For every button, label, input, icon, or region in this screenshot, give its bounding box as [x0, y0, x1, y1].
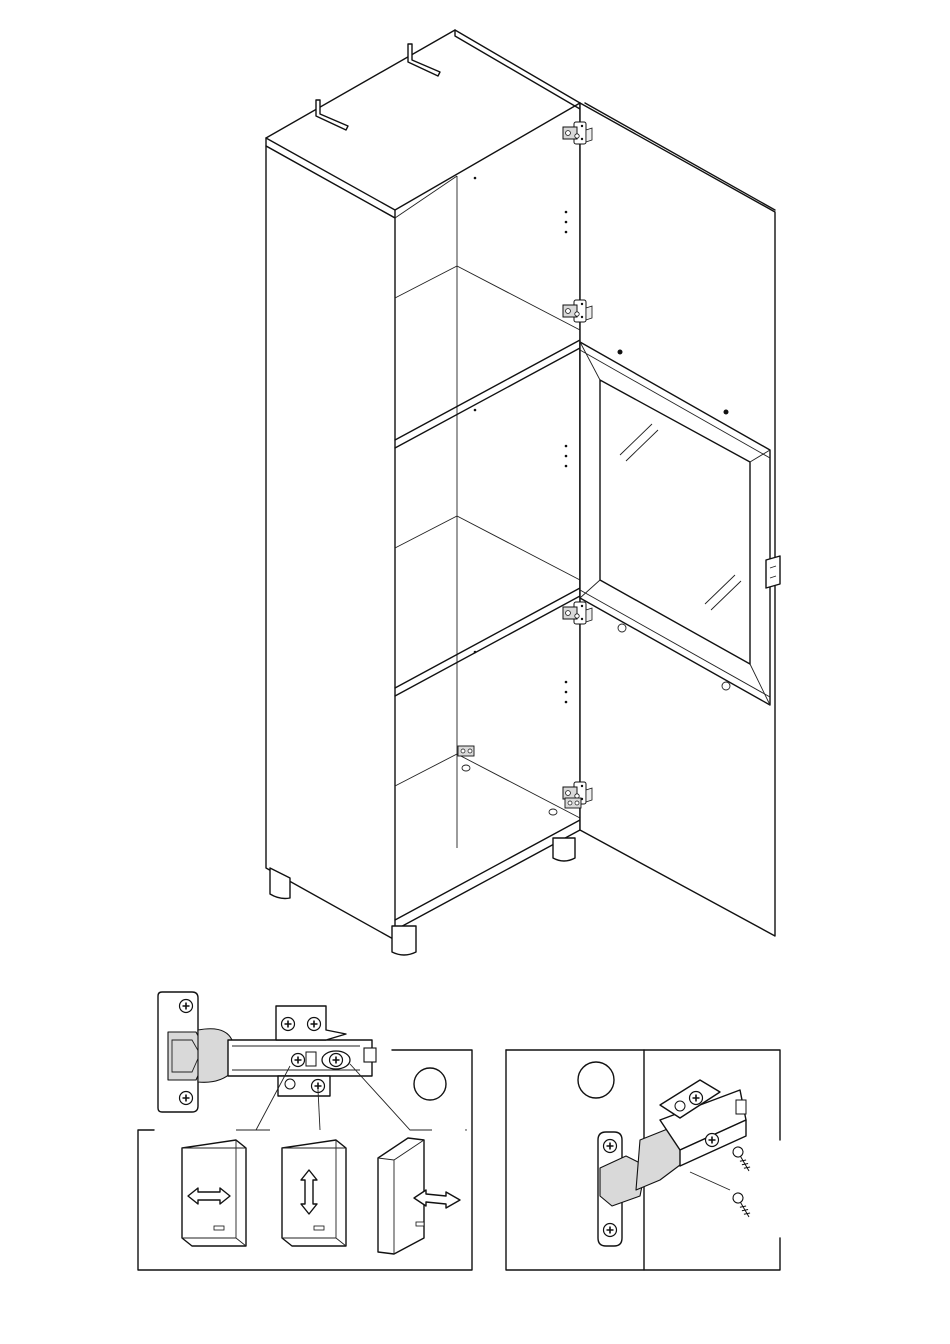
screw-icon	[731, 1145, 753, 1173]
leg-front-right	[392, 926, 416, 955]
screw-icon	[180, 1000, 193, 1013]
screw-icon	[330, 1054, 343, 1067]
adjust-block-vertical	[282, 1140, 346, 1246]
shelf-middle	[395, 516, 580, 696]
screw-icon	[690, 1092, 703, 1105]
cabinet-door	[580, 103, 780, 936]
adjust-block-depth	[378, 1138, 460, 1254]
shelf-bottom	[395, 754, 580, 818]
screw-icon	[731, 1191, 753, 1219]
detail-hinge-adjustment	[138, 992, 472, 1270]
screw-icon	[604, 1224, 617, 1237]
adjust-block-horizontal	[182, 1140, 246, 1246]
shelf-upper	[395, 266, 580, 448]
screw-icon	[282, 1018, 295, 1031]
detail-left-circle	[414, 1068, 446, 1100]
screw-icon	[180, 1092, 193, 1105]
cabinet-body	[266, 30, 580, 955]
door-catch	[766, 556, 780, 588]
screw-icon	[604, 1140, 617, 1153]
detail-right-circle	[578, 1062, 614, 1098]
screw-icon	[308, 1018, 321, 1031]
cabinet-left-side	[266, 146, 395, 940]
detail-hinge-mounting	[506, 1050, 780, 1270]
floor-hardware-right	[565, 798, 581, 808]
floor-hardware-left	[458, 746, 474, 756]
leg-back-right	[553, 838, 575, 861]
screw-icon	[706, 1134, 719, 1147]
screw-icon	[292, 1054, 305, 1067]
